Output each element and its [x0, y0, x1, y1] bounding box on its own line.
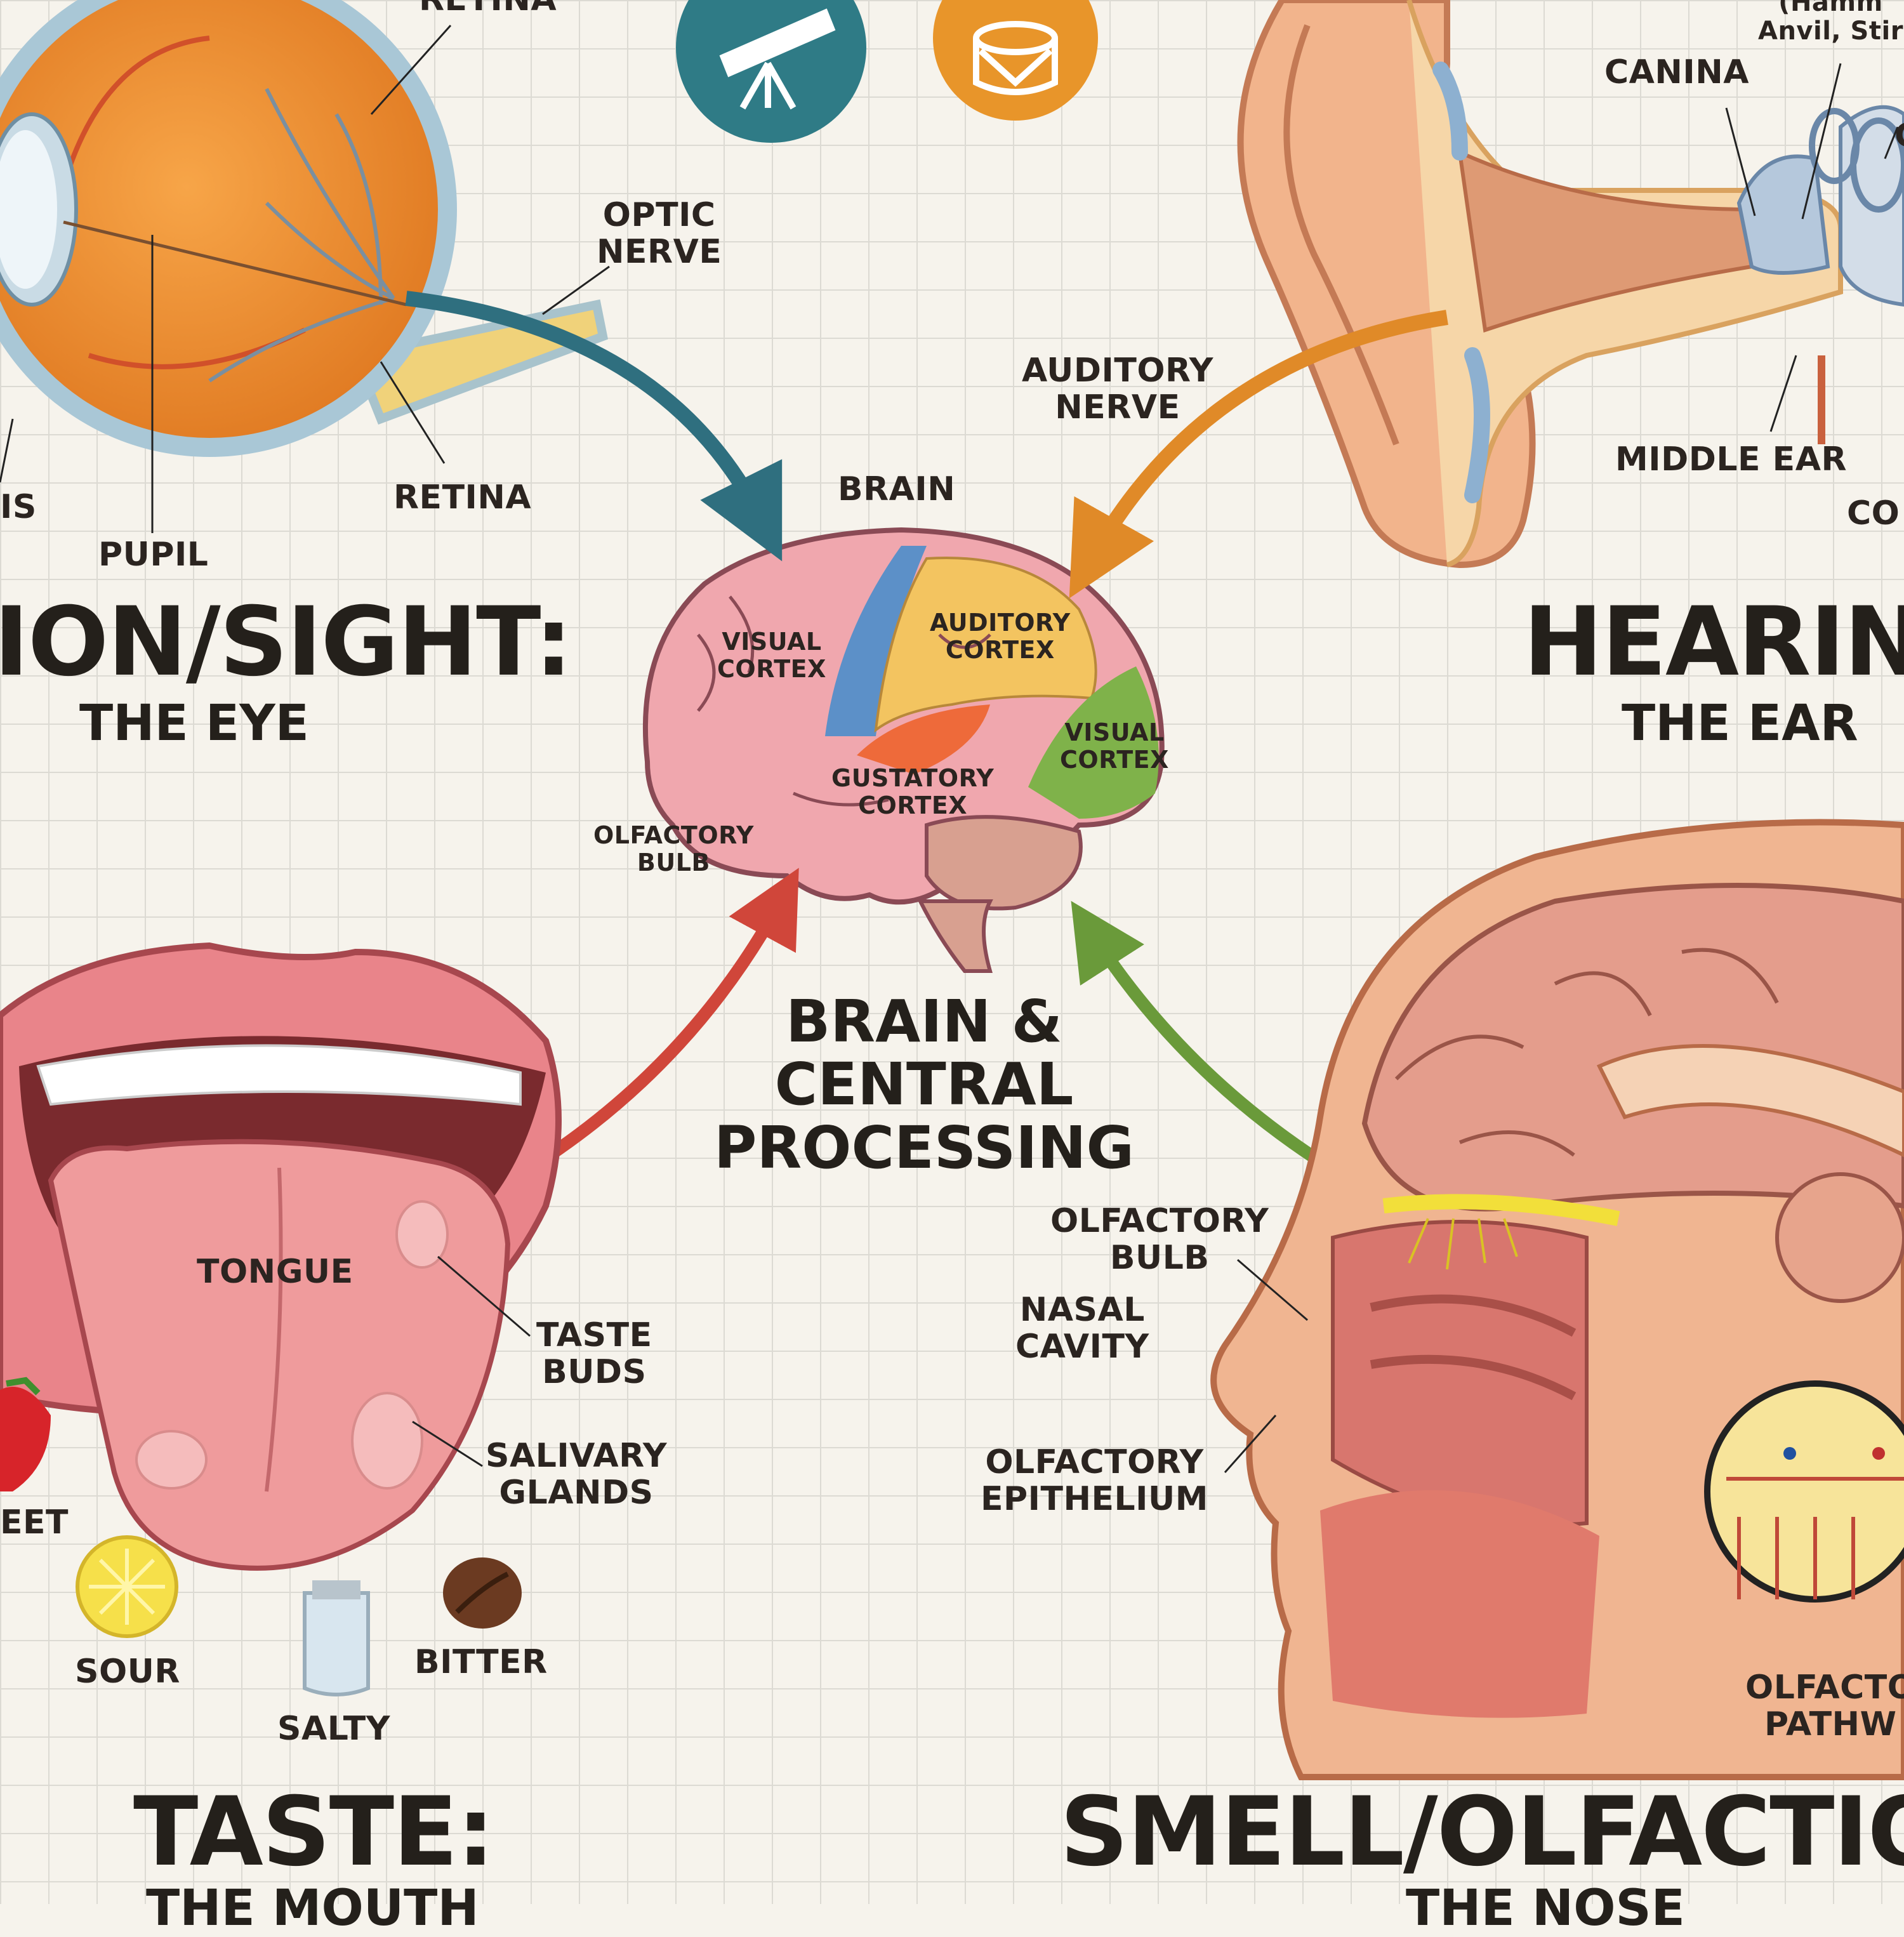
- taste-subtitle: THE MOUTH: [146, 1880, 479, 1937]
- hearing-subtitle: THE EAR: [1622, 695, 1858, 752]
- brain-label: BRAIN: [838, 470, 956, 508]
- sight-subtitle: THE EYE: [79, 695, 309, 752]
- retina-label: RETINA: [393, 479, 532, 517]
- sour-label: SOUR: [75, 1653, 180, 1691]
- sight-title: ION/SIGHT:: [0, 587, 572, 697]
- nose-head-illustration: [1210, 819, 1904, 1780]
- brain-olfactory-bulb-label: OLFACTORY BULB: [593, 821, 754, 876]
- mouth-illustration: [0, 942, 562, 1571]
- tongue-label: TONGUE: [197, 1253, 354, 1291]
- auditory-nerve-label: AUDITORY NERVE: [1022, 352, 1213, 427]
- brain-illustration: [642, 527, 1165, 973]
- visual-cortex-2-label: VISUAL CORTEX: [1060, 718, 1169, 774]
- iris-label: IS: [0, 488, 37, 526]
- salivary-glands-label: SALIVARY GLANDS: [486, 1437, 667, 1512]
- smell-olfactory-bulb-label: OLFACTORY BULB: [1050, 1202, 1269, 1278]
- olfactory-inset: [1704, 1380, 1904, 1603]
- sweet-label: EET: [0, 1504, 69, 1542]
- olfactory-pathway-label: OLFACTO PATHW: [1745, 1669, 1904, 1744]
- drum-icon: [933, 0, 1098, 121]
- nasal-cavity-label: NASAL CAVITY: [1015, 1291, 1149, 1366]
- gustatory-cortex-label: GUSTATORY CORTEX: [831, 764, 995, 819]
- taste-leader-lines: [412, 1255, 531, 1467]
- eye-to-brain-arrow: [405, 291, 783, 562]
- drum-icon: [933, 0, 1098, 121]
- smell-subtitle: THE NOSE: [1406, 1880, 1685, 1937]
- salt-shaker-icon: [303, 1591, 370, 1696]
- ossicles-label: (Hamm Anvil, Stir: [1758, 0, 1903, 46]
- ear-leader-lines: [1725, 63, 1899, 432]
- middle-ear-label: MIDDLE EAR: [1615, 440, 1847, 479]
- taste-icons: [0, 1377, 522, 1696]
- smell-leader-lines: [1224, 1259, 1308, 1473]
- ear-illustration: [1237, 0, 1904, 569]
- brain-central-processing-title: BRAIN & CENTRAL PROCESSING: [714, 988, 1134, 1182]
- salty-label: SALTY: [277, 1710, 390, 1748]
- auditory-cortex-label: AUDITORY CORTEX: [930, 609, 1071, 664]
- eye-leader-lines: [0, 25, 610, 533]
- bitter-label: BITTER: [414, 1643, 548, 1681]
- pupil-label: PUPIL: [98, 536, 209, 574]
- smell-title: SMELL/OLFACTIO: [1060, 1777, 1904, 1887]
- telescope-icon: [676, 0, 866, 143]
- retina-top-label: RETINA: [419, 0, 557, 18]
- cochlea-label: CO: [1847, 494, 1900, 532]
- visual-cortex-label: VISUAL CORTEX: [717, 628, 826, 683]
- eye-illustration: [0, 0, 609, 457]
- taste-title: TASTE:: [133, 1777, 495, 1887]
- taste-buds-label: TASTE BUDS: [536, 1316, 652, 1392]
- olfactory-epithelium-label: OLFACTORY EPITHELIUM: [981, 1443, 1208, 1519]
- strawberry-icon: [0, 1387, 51, 1491]
- canina-label: CANINA: [1604, 53, 1750, 91]
- hearing-title: HEARIN: [1523, 587, 1904, 697]
- cochlea-top-label: C: [1894, 117, 1904, 154]
- ear-to-brain-arrow: [1069, 310, 1448, 598]
- optic-nerve-label: OPTIC NERVE: [597, 196, 722, 272]
